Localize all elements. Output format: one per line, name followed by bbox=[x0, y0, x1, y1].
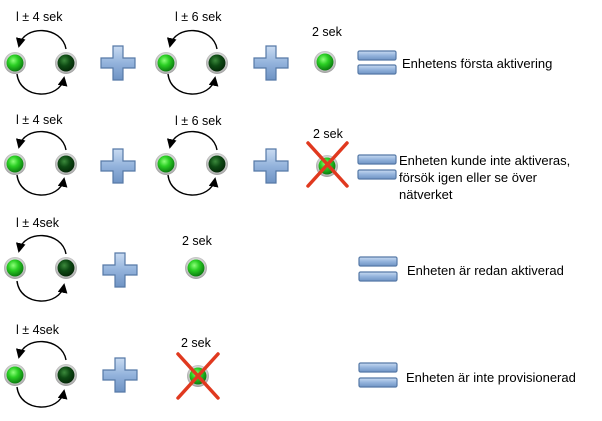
blink-cycle-b bbox=[155, 29, 228, 95]
arrow-top bbox=[15, 340, 67, 361]
led-final bbox=[314, 51, 336, 73]
plus-icon bbox=[102, 252, 138, 288]
result-line: Enheten är inte provisionerad bbox=[406, 370, 576, 385]
led-light bbox=[4, 257, 26, 279]
led-dark bbox=[206, 153, 228, 175]
arrow-bottom bbox=[167, 174, 219, 196]
blink-cycle-b bbox=[155, 130, 228, 196]
arrow-top bbox=[166, 29, 218, 50]
arrow-top bbox=[166, 130, 218, 151]
plus-icon bbox=[100, 148, 136, 184]
arrow-top bbox=[15, 234, 67, 255]
led-final bbox=[185, 257, 207, 279]
led-light bbox=[4, 153, 26, 175]
timing-label: l ± 4 sek bbox=[16, 10, 63, 24]
row-activation-failed bbox=[4, 130, 397, 196]
result-text: Enheten kunde inte aktiveras, försök ige… bbox=[399, 152, 570, 203]
timing-label: l ± 6 sek bbox=[175, 114, 222, 128]
led-dark bbox=[55, 364, 77, 386]
led-dark bbox=[206, 52, 228, 74]
result-line: Enheten kunde inte aktiveras, bbox=[399, 153, 571, 168]
arrow-bottom bbox=[16, 73, 68, 95]
cross-icon bbox=[306, 141, 349, 188]
cross-icon bbox=[176, 352, 220, 400]
plus-icon bbox=[102, 357, 138, 393]
result-line: Enhetens första aktivering bbox=[402, 56, 553, 71]
blink-cycle-a bbox=[4, 340, 77, 408]
timing-label: l ± 4sek bbox=[16, 323, 59, 337]
equals-icon bbox=[358, 256, 398, 282]
row-already-activated bbox=[4, 234, 398, 302]
timing-label: 2 sek bbox=[182, 234, 212, 248]
led-light bbox=[155, 52, 177, 74]
equals-icon bbox=[357, 154, 397, 180]
row-first-activation bbox=[4, 29, 397, 95]
blink-cycle-a bbox=[4, 130, 77, 196]
timing-label: 2 sek bbox=[312, 25, 342, 39]
arrow-top bbox=[15, 130, 67, 151]
arrow-top bbox=[15, 29, 67, 50]
blink-cycle-a bbox=[4, 29, 77, 95]
result-text: Enhetens första aktivering bbox=[402, 55, 552, 72]
led-light bbox=[4, 52, 26, 74]
equals-icon bbox=[357, 50, 397, 75]
plus-icon bbox=[253, 45, 289, 81]
led-light bbox=[155, 153, 177, 175]
led-dark bbox=[55, 257, 77, 279]
plus-icon bbox=[253, 148, 289, 184]
timing-label: l ± 4 sek bbox=[16, 113, 63, 127]
timing-label: l ± 4sek bbox=[16, 216, 59, 230]
result-line: försök igen eller se över bbox=[399, 170, 538, 185]
led-dark bbox=[55, 52, 77, 74]
arrow-bottom bbox=[167, 73, 219, 95]
result-line: Enheten är redan aktiverad bbox=[407, 263, 564, 278]
result-text: Enheten är inte provisionerad bbox=[406, 369, 576, 386]
blink-cycle-a bbox=[4, 234, 77, 302]
led-dark bbox=[55, 153, 77, 175]
result-text: Enheten är redan aktiverad bbox=[407, 262, 564, 279]
timing-label: 2 sek bbox=[181, 336, 211, 350]
row-not-provisioned bbox=[4, 340, 398, 408]
plus-icon bbox=[100, 45, 136, 81]
arrow-bottom bbox=[16, 386, 68, 408]
timing-label: l ± 6 sek bbox=[175, 10, 222, 24]
led-light bbox=[4, 364, 26, 386]
result-line: nätverket bbox=[399, 187, 453, 202]
equals-icon bbox=[358, 362, 398, 388]
arrow-bottom bbox=[16, 174, 68, 196]
arrow-bottom bbox=[16, 280, 68, 302]
timing-label: 2 sek bbox=[313, 127, 343, 141]
